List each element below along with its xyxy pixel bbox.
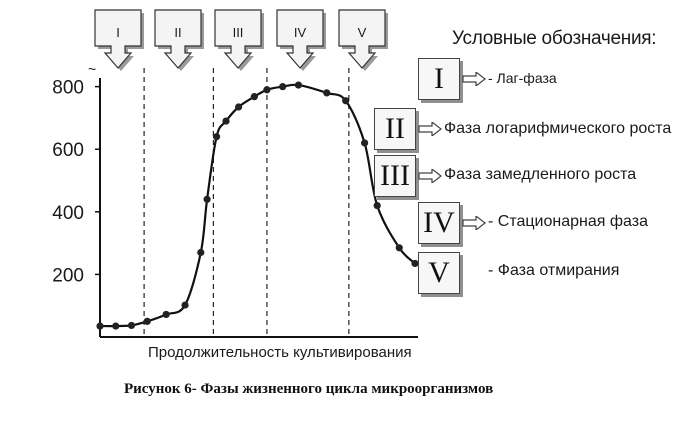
legend-box-slow: III [374, 155, 416, 197]
y-tick-label: 600 [52, 140, 84, 161]
data-point [263, 86, 271, 94]
data-point [395, 244, 403, 252]
data-point [162, 310, 170, 319]
y-tick-label: 200 [52, 265, 84, 286]
legend-label-stationary: - Стационарная фаза [488, 213, 648, 230]
data-point [96, 322, 104, 330]
data-point [235, 103, 243, 111]
legend-symbol: III [380, 159, 410, 192]
phase-marker-box [276, 9, 324, 69]
legend-label-log: Фаза логарифмического роста [444, 120, 672, 137]
data-point [323, 89, 331, 97]
phase-marker-label: II [174, 25, 181, 40]
data-point [143, 317, 151, 325]
legend-box-stationary: IV [418, 202, 460, 244]
y-tick-label: 400 [52, 203, 84, 224]
data-point [361, 139, 369, 147]
phase-marker-box [154, 9, 202, 69]
data-point [127, 321, 136, 330]
phase-marker-label: III [233, 25, 244, 40]
legend-box-lag: I [418, 58, 460, 100]
y-axis-symbol: ~ [88, 61, 96, 77]
legend-label-slow: Фаза замедленного роста [444, 166, 637, 183]
data-point [222, 117, 230, 125]
arrow-icon [418, 122, 442, 136]
legend-label-lag: - Лаг-фаза [488, 70, 557, 86]
data-point [203, 195, 211, 203]
phase-marker-label: V [358, 25, 367, 40]
data-point [197, 248, 205, 257]
data-point [342, 97, 350, 105]
legend-label-death: - Фаза отмирания [488, 262, 620, 279]
data-point [250, 93, 258, 101]
data-point [112, 322, 120, 330]
arrow-icon [418, 169, 442, 183]
data-point [373, 201, 381, 210]
data-point [181, 301, 189, 309]
legend-symbol: I [434, 62, 444, 95]
legend-symbol: V [428, 256, 450, 289]
growth-curve [99, 83, 416, 328]
x-axis-title: Продолжительность культивирования [148, 344, 412, 361]
arrow-icon [462, 216, 486, 230]
data-point [294, 81, 303, 89]
arrow-icon [462, 72, 486, 86]
legend-symbol: II [385, 112, 405, 145]
phase-marker-box [214, 9, 262, 69]
phase-marker-box [338, 9, 386, 69]
y-tick-label: 800 [52, 78, 84, 99]
legend-box-log: II [374, 108, 416, 150]
data-point [411, 259, 419, 268]
phase-marker-label: IV [294, 25, 307, 40]
legend-symbol: IV [423, 206, 455, 239]
legend-title: Условные обозначения: [452, 28, 657, 49]
legend-box-death: V [418, 252, 460, 294]
data-point [279, 83, 287, 91]
data-point [212, 133, 221, 141]
phase-marker-box [94, 9, 142, 69]
phase-marker-label: I [116, 25, 120, 40]
figure-caption: Рисунок 6- Фазы жизненного цикла микроор… [124, 381, 494, 397]
